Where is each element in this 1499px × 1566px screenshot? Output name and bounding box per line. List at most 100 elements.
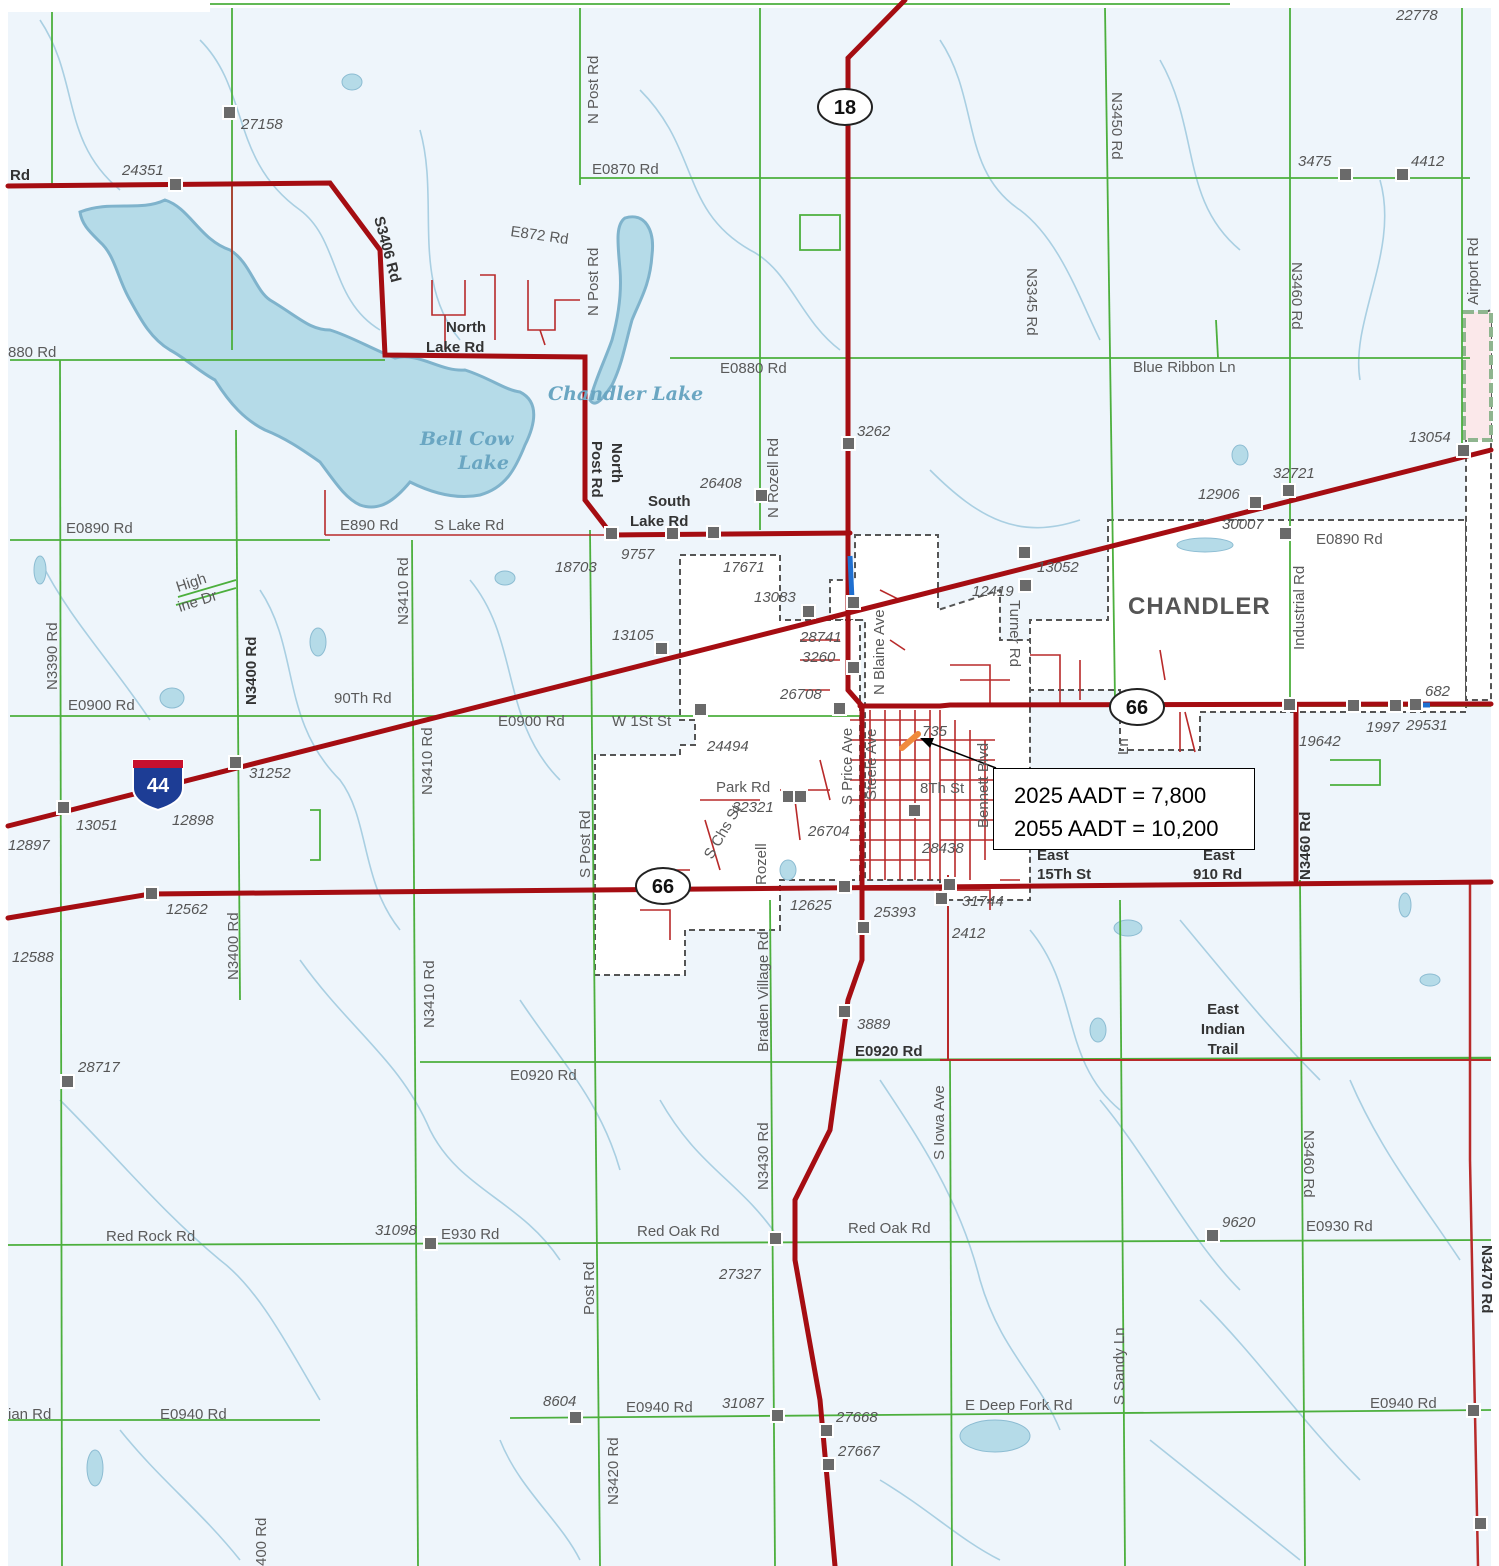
svg-text:Industrial Rd: Industrial Rd [1291,566,1308,650]
chandler-lake [588,215,655,405]
count-station [56,800,71,815]
aadt-callout-box: 2025 AADT = 7,800 2055 AADT = 10,200 [993,768,1255,850]
count-station [837,879,852,894]
count-station [1338,167,1353,182]
svg-text:E Deep Fork Rd: E Deep Fork Rd [965,1397,1073,1414]
svg-text:S Price Ave: S Price Ave [839,728,856,805]
svg-text:27327: 27327 [718,1266,761,1283]
count-station [832,701,847,716]
svg-text:9757: 9757 [621,546,655,563]
svg-text:North: North [608,443,625,483]
count-station [1408,697,1423,712]
interstate-44-shield: 44 [132,759,184,812]
svg-text:S Iowa Ave: S Iowa Ave [931,1085,948,1160]
svg-text:3260: 3260 [802,649,836,666]
svg-text:1997: 1997 [1366,719,1400,736]
count-station [568,1410,583,1425]
svg-text:31098: 31098 [375,1222,417,1239]
svg-text:Bennett Blvd: Bennett Blvd [975,743,992,828]
svg-text:26704: 26704 [807,823,850,840]
count-station [144,886,159,901]
svg-text:31087: 31087 [722,1395,764,1412]
svg-text:44: 44 [147,775,170,797]
svg-text:2412: 2412 [951,925,986,942]
svg-text:Red Oak Rd: Red Oak Rd [637,1223,720,1240]
svg-text:Rd: Rd [10,167,30,184]
count-station [604,526,619,541]
svg-text:3475: 3475 [1298,153,1332,170]
count-stations [56,105,1488,1531]
svg-text:90Th Rd: 90Th Rd [334,690,392,707]
svg-text:Red Oak Rd: Red Oak Rd [848,1220,931,1237]
area-label-east: East [1207,1001,1239,1018]
count-station [837,1004,852,1019]
count-station [1248,495,1263,510]
count-station [1017,545,1032,560]
svg-text:12562: 12562 [166,901,208,918]
svg-text:28717: 28717 [77,1059,120,1076]
svg-text:400 Rd: 400 Rd [253,1518,270,1566]
count-station [801,604,816,619]
svg-text:Rozell: Rozell [753,843,770,885]
svg-text:3889: 3889 [857,1016,891,1033]
us-route-66-shield-west: 66 [635,867,691,905]
aadt-2025: 2025 AADT = 7,800 [1014,783,1207,808]
count-station [693,702,708,717]
svg-text:Ln: Ln [1115,738,1132,755]
svg-text:N3460 Rd: N3460 Rd [1300,1130,1317,1198]
svg-text:880 Rd: 880 Rd [8,344,56,361]
interstate-44 [5,447,1494,829]
traffic-counts: 22778 27158 24351 3475 4412 13054 3262 2… [8,7,1451,1460]
east-edge-pink-area [1462,310,1493,442]
svg-text:N3390 Rd: N3390 Rd [44,622,61,690]
count-station [60,1074,75,1089]
svg-text:E0920 Rd: E0920 Rd [855,1043,923,1060]
svg-text:12898: 12898 [172,812,214,829]
road-labels: Rd E0870 Rd E872 Rd E0880 Rd 880 Rd Blue… [8,161,1437,1423]
svg-text:13051: 13051 [76,817,118,834]
svg-text:N3410 Rd: N3410 Rd [421,960,438,1028]
svg-text:N3410 Rd: N3410 Rd [395,557,412,625]
svg-text:27158: 27158 [240,116,283,133]
svg-text:Turner Rd: Turner Rd [1006,600,1023,667]
count-station [1466,1403,1481,1418]
count-station [1281,483,1296,498]
svg-text:N3345 Rd: N3345 Rd [1023,268,1040,336]
svg-text:E0870 Rd: E0870 Rd [592,161,659,178]
city-label: CHANDLER [1128,593,1271,620]
count-station [1205,1228,1220,1243]
svg-text:ian Rd: ian Rd [8,1406,51,1423]
svg-text:Red Rock Rd: Red Rock Rd [106,1228,195,1245]
count-station [1388,698,1403,713]
svg-text:E0900 Rd: E0900 Rd [498,713,565,730]
svg-text:Post Rd: Post Rd [588,441,605,498]
count-station [168,177,183,192]
svg-text:N Rozell Rd: N Rozell Rd [765,438,782,518]
bell-cow-lake [78,198,536,509]
svg-text:Steele Ave: Steele Ave [863,729,880,800]
route-18 [792,0,908,1566]
count-station [423,1236,438,1251]
svg-text:28741: 28741 [799,629,842,646]
svg-text:31744: 31744 [962,893,1004,910]
svg-text:Park Rd: Park Rd [716,779,770,796]
svg-text:N3430 Rd: N3430 Rd [755,1122,772,1190]
svg-text:9620: 9620 [1222,1214,1256,1231]
svg-text:32721: 32721 [1273,465,1315,482]
count-station [768,1231,783,1246]
svg-text:12906: 12906 [1198,486,1240,503]
svg-text:12419: 12419 [972,583,1014,600]
svg-text:North: North [446,319,486,336]
callout-arrow-line [927,741,997,769]
vertical-road-labels: N Post Rd N Post Rd North Post Rd S3406 … [44,56,1495,1566]
svg-text:18703: 18703 [555,559,597,576]
svg-text:E0900 Rd: E0900 Rd [68,697,135,714]
svg-text:N Post Rd: N Post Rd [585,248,602,316]
svg-text:8Th St: 8Th St [920,780,965,797]
count-station [1278,526,1293,541]
study-segment [899,731,921,751]
svg-text:22778: 22778 [1395,7,1438,24]
count-station [228,755,243,770]
svg-text:27667: 27667 [837,1443,880,1460]
